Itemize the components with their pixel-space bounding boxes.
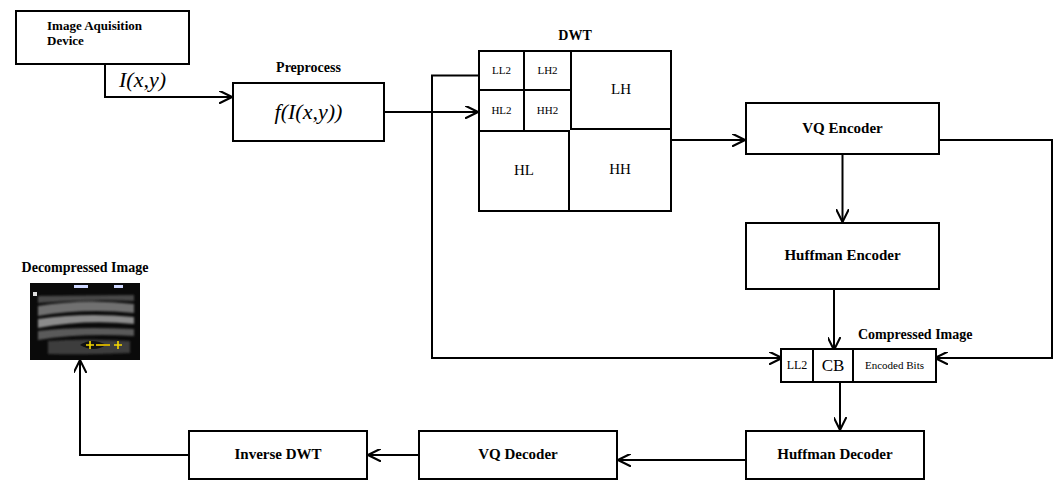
box-label: Huffman Decoder <box>777 446 892 463</box>
caliper-mark <box>114 341 122 349</box>
screen-mark <box>33 292 37 296</box>
box-label: LL2 <box>787 359 808 373</box>
connector-arrow <box>432 75 782 358</box>
connector-arrow <box>105 65 232 97</box>
connector-arrow <box>935 140 1052 358</box>
box-label: HH2 <box>537 104 558 117</box>
ultrasound-image <box>30 283 140 360</box>
process-box: Huffman Decoder <box>745 430 925 480</box>
tissue-band <box>38 301 134 316</box>
block-heading: Preprocess <box>276 60 341 76</box>
box-label: HL <box>514 162 534 179</box>
box-label: Inverse DWT <box>234 446 321 463</box>
subband-cell: HH2 <box>525 91 570 130</box>
connector-arrow <box>842 155 844 222</box>
box-label: HH <box>609 161 631 178</box>
device-box: Image Aquisition Device <box>15 10 190 65</box>
process-box: Huffman Encoder <box>745 222 940 290</box>
subband-cell: HL <box>480 130 570 210</box>
connector-arrow <box>80 360 188 455</box>
box-label: LH2 <box>537 64 557 77</box>
tissue-band <box>38 315 134 328</box>
caliper-line <box>96 344 110 346</box>
caliper-mark <box>86 341 94 349</box>
signal-label: I(x,y) <box>117 67 168 92</box>
block-heading: Decompressed Image <box>22 260 149 276</box>
block-heading: Compressed Image <box>858 327 972 343</box>
process-box: VQ Encoder <box>745 102 940 155</box>
stream-field: CB <box>814 350 854 381</box>
box-label: LH <box>611 81 631 98</box>
subband-cell: HH <box>570 130 670 210</box>
box-label: HL2 <box>491 104 511 117</box>
box-label: Image Aquisition Device <box>47 19 167 49</box>
box-label: Huffman Encoder <box>784 247 900 264</box>
subband-cell: LL2 <box>480 52 525 91</box>
subband-cell: LH2 <box>525 52 570 91</box>
box-label: CB <box>822 356 845 376</box>
connector-arrow <box>368 454 418 456</box>
screen-mark <box>114 285 123 288</box>
subband-cell: LH <box>570 52 670 130</box>
connector-arrow <box>833 290 835 350</box>
tissue-band <box>48 340 130 355</box>
box-label: LL2 <box>492 64 511 77</box>
tissue-bands <box>38 295 134 354</box>
image-ground <box>30 283 140 360</box>
image-frame: Decompressed Image <box>30 283 140 360</box>
dwt-block: DWTLL2LH2HL2HH2LHHLHH <box>478 50 672 212</box>
process-box: Preprocessf(I(x,y)) <box>232 82 385 142</box>
connector-arrow <box>672 139 745 141</box>
compressed-stream: Compressed ImageLL2CBEncoded Bits <box>780 348 937 383</box>
screen-mark <box>74 285 88 288</box>
connector-arrow <box>618 459 745 461</box>
block-heading: DWT <box>558 28 591 44</box>
tissue-band <box>38 328 134 340</box>
box-label: VQ Encoder <box>802 120 882 137</box>
process-box: Inverse DWT <box>188 430 368 480</box>
stream-field: LL2 <box>782 350 814 381</box>
process-box: VQ Decoder <box>418 430 618 480</box>
box-label: VQ Decoder <box>478 446 558 463</box>
subband-cell: HL2 <box>480 91 525 130</box>
box-label: Encoded Bits <box>865 359 924 372</box>
box-label: f(I(x,y)) <box>275 99 343 124</box>
stream-field: Encoded Bits <box>854 350 935 381</box>
connector-arrow <box>839 383 841 430</box>
